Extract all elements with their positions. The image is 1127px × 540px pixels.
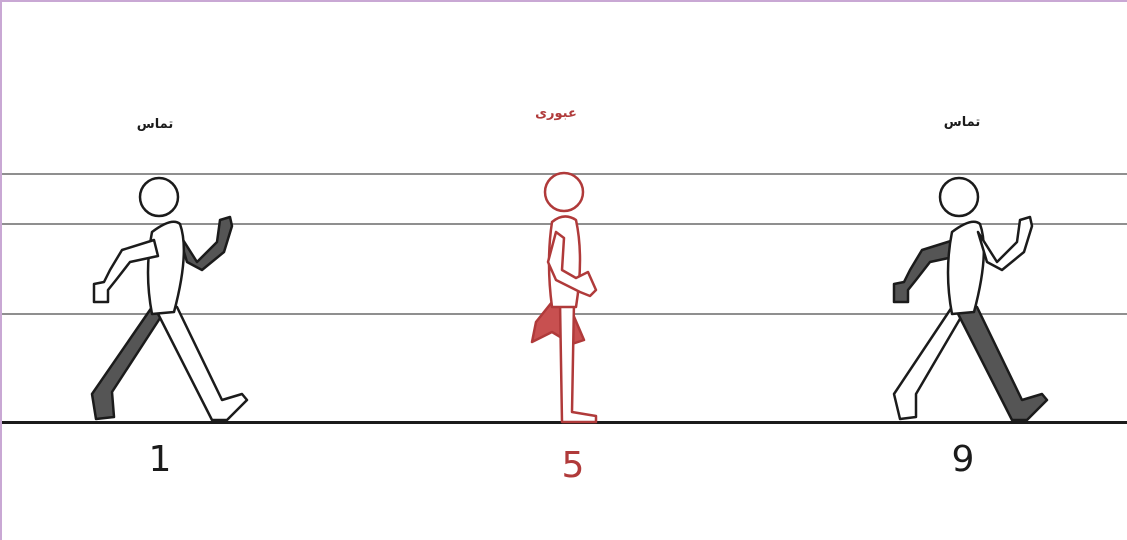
frame-number-1: 1 (120, 440, 200, 480)
front-arm (978, 217, 1032, 270)
frame-number-9: 9 (923, 440, 1003, 480)
contact-figure-right (882, 162, 1072, 432)
back-leg (894, 307, 964, 419)
contact-figure-left (82, 162, 272, 432)
back-leg (92, 307, 164, 419)
pose-label-contact-left: تماس (95, 117, 215, 132)
pose-label-passing: عبوری (496, 106, 616, 121)
frame-number-5: 5 (533, 446, 613, 486)
pose-label-contact-right: تماس (902, 115, 1022, 130)
torso (148, 222, 184, 314)
head (140, 178, 178, 216)
passing-head (545, 173, 583, 211)
back-arm (178, 217, 232, 270)
front-leg (152, 302, 247, 420)
passing-figure (512, 162, 632, 432)
passing-standing-leg (560, 302, 596, 422)
front-leg (952, 302, 1047, 420)
head (940, 178, 978, 216)
passing-bent-leg (532, 302, 584, 344)
